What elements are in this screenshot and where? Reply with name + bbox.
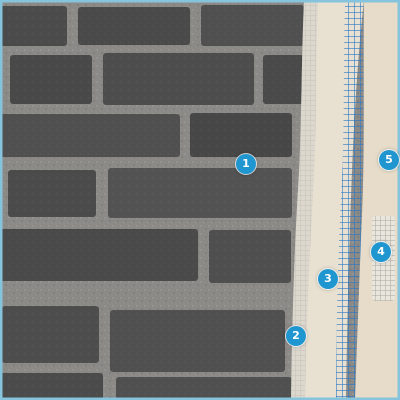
marker-3: 3	[318, 269, 338, 289]
marker-4: 4	[371, 242, 391, 262]
marker-2: 2	[286, 326, 306, 346]
marker-1: 1	[236, 154, 256, 174]
marker-5: 5	[379, 150, 399, 170]
